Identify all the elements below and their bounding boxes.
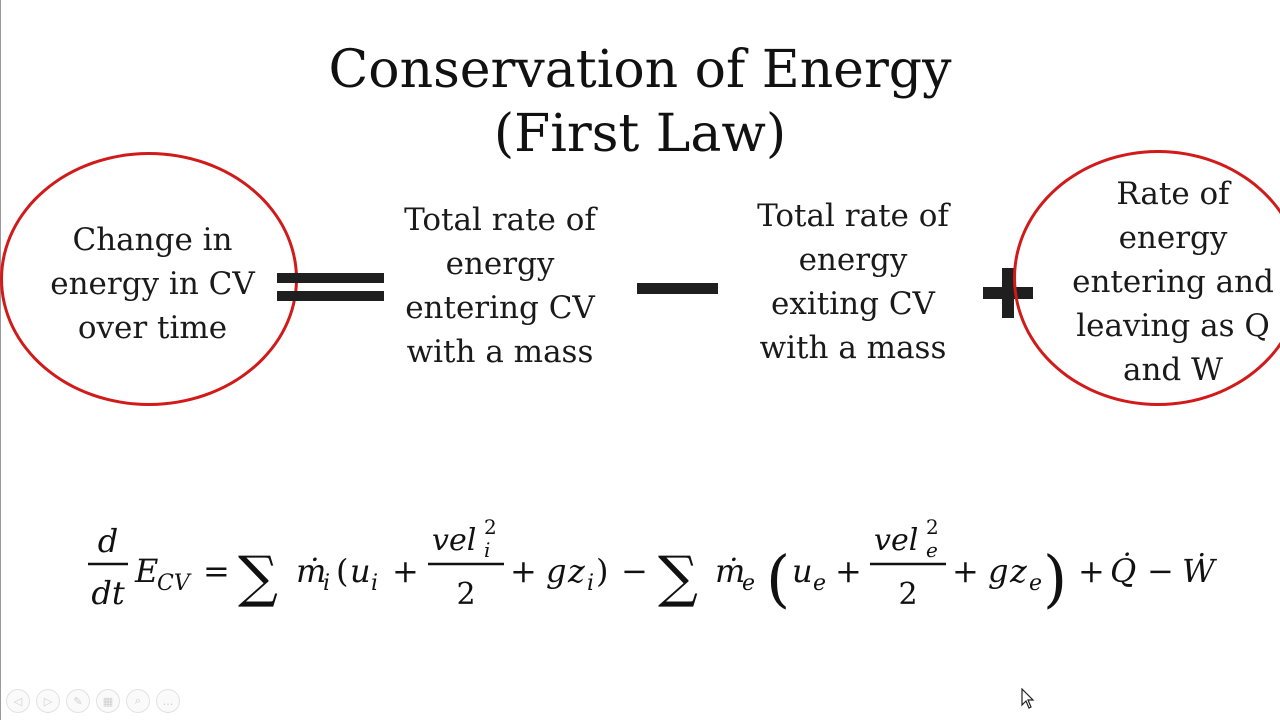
eq-dt: dt (91, 574, 124, 612)
highlight-ellipse-right (1013, 150, 1280, 406)
plus-sign-vertical (1002, 268, 1014, 318)
term-mass-entering: Total rate of energy entering CV with a … (375, 198, 625, 374)
eq-W-dot: Ẇ (1182, 552, 1218, 590)
eq-close-paren: ) (596, 552, 608, 590)
eq-plus: + (1078, 552, 1105, 590)
eq-z: z (567, 552, 586, 590)
equals-sign-top-bar (277, 273, 384, 283)
eq-plus: + (952, 552, 979, 590)
term-mass-exiting: Total rate of energy exiting CV with a m… (728, 194, 978, 370)
eq-equals: = (203, 552, 230, 590)
eq-minus: − (1147, 552, 1174, 590)
eq-minus: − (621, 552, 648, 590)
term-line: entering CV (405, 290, 595, 326)
mouse-cursor-icon (1021, 688, 1035, 709)
eq-g: g (546, 552, 566, 590)
eq-z: z (1009, 552, 1028, 590)
eq-two: 2 (898, 577, 917, 612)
eq-two: 2 (456, 577, 475, 612)
term-line: energy (798, 242, 908, 278)
eq-g: g (988, 552, 1008, 590)
eq-mdot-e: ṁ (715, 552, 745, 590)
zoom-icon[interactable]: ⌕ (126, 689, 150, 713)
term-line: energy (445, 246, 555, 282)
eq-sum-inlet: ∑ (238, 545, 278, 610)
eq-sub-e: e (742, 571, 755, 596)
slideshow-toolbar: ◁ ▷ ✎ ▦ ⌕ … (6, 689, 180, 713)
eq-mdot-i: ṁ (296, 552, 326, 590)
energy-balance-equation: d dt E CV = ∑ ṁ i ( u i + vel 2 i 2 + g … (88, 515, 1218, 615)
eq-u: u (350, 552, 371, 590)
more-icon[interactable]: … (156, 689, 180, 713)
term-line: Total rate of (757, 198, 949, 234)
eq-squared: 2 (926, 515, 939, 539)
slide-left-edge (0, 0, 1, 720)
eq-sum-outlet: ∑ (658, 545, 698, 610)
eq-sub-i: i (371, 571, 378, 596)
eq-vel: vel (432, 523, 476, 558)
eq-plus: + (835, 552, 862, 590)
equals-sign-bottom-bar (277, 291, 384, 301)
play-icon[interactable]: ▷ (36, 689, 60, 713)
eq-squared: 2 (484, 515, 497, 539)
slides-icon[interactable]: ▦ (96, 689, 120, 713)
eq-Q-dot: Q̇ (1110, 552, 1136, 590)
eq-vel: vel (874, 523, 918, 558)
eq-d: d (98, 522, 118, 560)
eq-sub-e: e (1029, 571, 1042, 596)
eq-big-open-paren: ( (766, 542, 790, 615)
term-line: Total rate of (404, 202, 596, 238)
eq-sub-e: e (813, 571, 826, 596)
term-line: with a mass (759, 330, 947, 366)
title-line-1: Conservation of Energy (328, 40, 952, 100)
eq-plus: + (510, 552, 537, 590)
eq-sub-e: e (926, 538, 938, 562)
eq-u: u (792, 552, 813, 590)
eq-plus: + (392, 552, 419, 590)
eq-E-subscript: CV (157, 571, 192, 596)
previous-icon[interactable]: ◁ (6, 689, 30, 713)
eq-E: E (134, 552, 158, 590)
eq-open-paren: ( (336, 552, 348, 590)
term-line: exiting CV (771, 286, 935, 322)
eq-sub-i: i (484, 538, 490, 562)
slide-title: Conservation of Energy (First Law) (0, 38, 1280, 166)
pen-icon[interactable]: ✎ (66, 689, 90, 713)
title-line-2: (First Law) (493, 104, 787, 164)
term-line: with a mass (406, 334, 594, 370)
eq-big-close-paren: ) (1043, 542, 1067, 615)
minus-sign (637, 283, 718, 294)
eq-sub-i: i (587, 571, 594, 596)
eq-sub-i: i (323, 571, 330, 596)
highlight-ellipse-left (0, 152, 298, 406)
